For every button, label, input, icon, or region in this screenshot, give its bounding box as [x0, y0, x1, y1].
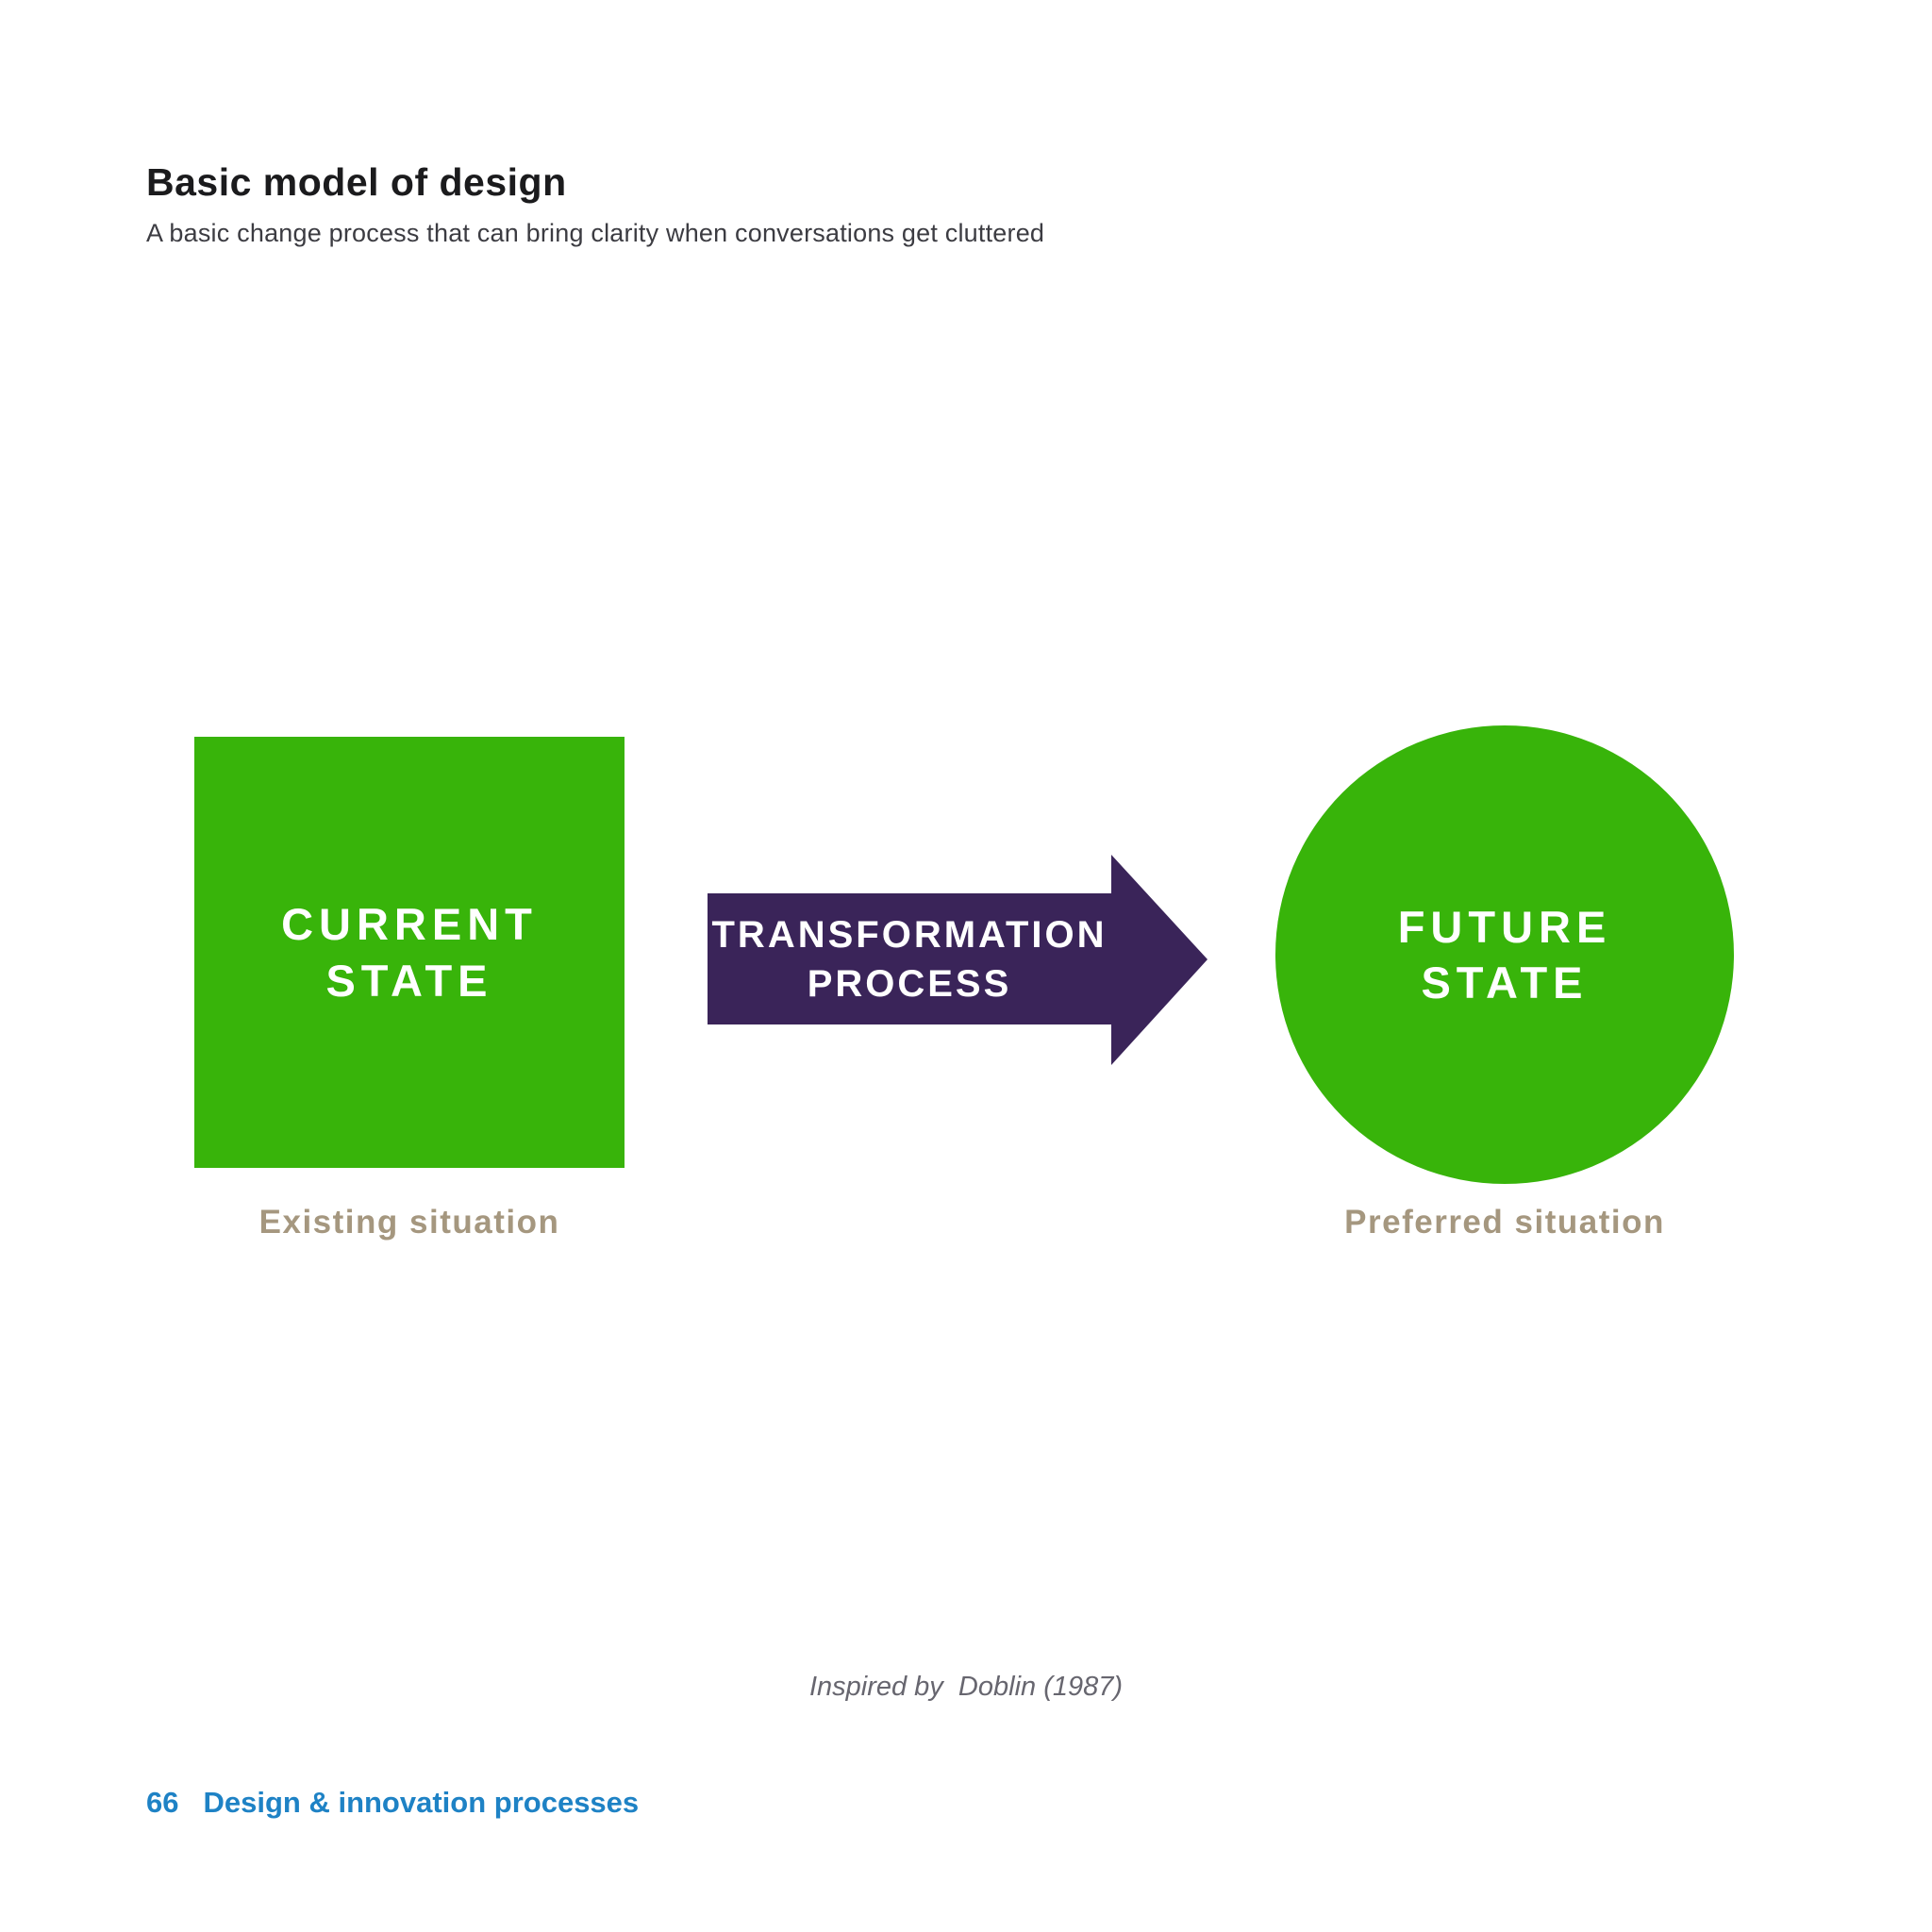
page-subtitle: A basic change process that can bring cl…	[146, 219, 1045, 247]
transformation-label: TRANSFORMATION PROCESS	[711, 913, 1108, 1005]
footer-section-title: Design & innovation processes	[203, 1786, 640, 1819]
arrow-right-icon	[708, 855, 1208, 1065]
current-state-square: CURRENT STATE	[194, 737, 625, 1168]
transformation-arrow: TRANSFORMATION PROCESS	[708, 893, 1111, 1024]
footer-page-number: 66	[146, 1786, 179, 1819]
future-state-circle: FUTURE STATE	[1275, 725, 1734, 1184]
page-title: Basic model of design	[146, 160, 567, 204]
page-footer: 66 Design & innovation processes	[146, 1786, 639, 1820]
future-state-label: FUTURE STATE	[1397, 901, 1612, 1008]
attribution-text: Inspired by Doblin (1987)	[808, 1672, 1124, 1702]
caption-existing-situation: Existing situation	[258, 1204, 560, 1241]
current-state-label: CURRENT STATE	[281, 899, 538, 1006]
caption-preferred-situation: Preferred situation	[1344, 1204, 1665, 1241]
arrow-right-shape	[708, 855, 1208, 1065]
